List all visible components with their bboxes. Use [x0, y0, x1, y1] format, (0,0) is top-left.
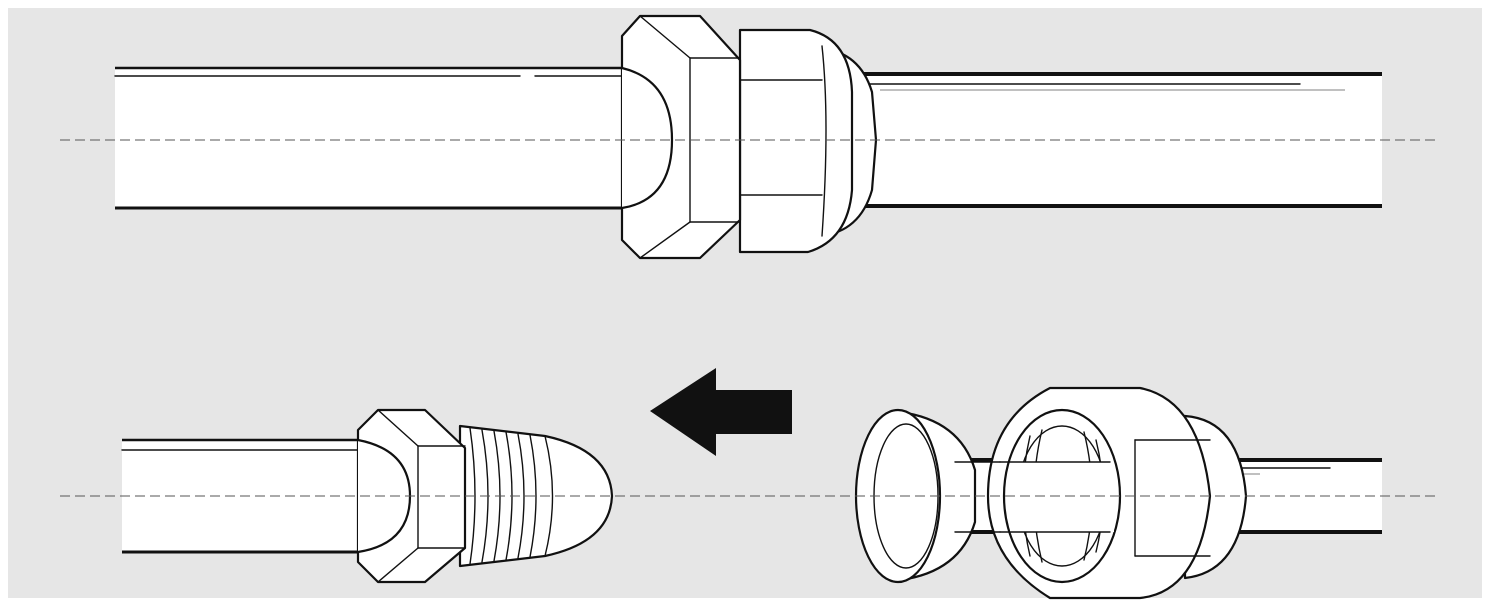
- upper-hex-fitting: [620, 14, 742, 260]
- upper-left-tube: [114, 66, 675, 210]
- lower-flare-nut: [986, 386, 1248, 600]
- exploded-fitting: [60, 368, 1440, 600]
- assembled-fitting: [60, 14, 1440, 260]
- direction-arrow-left: [650, 368, 792, 456]
- upper-flare-nut: [738, 28, 878, 254]
